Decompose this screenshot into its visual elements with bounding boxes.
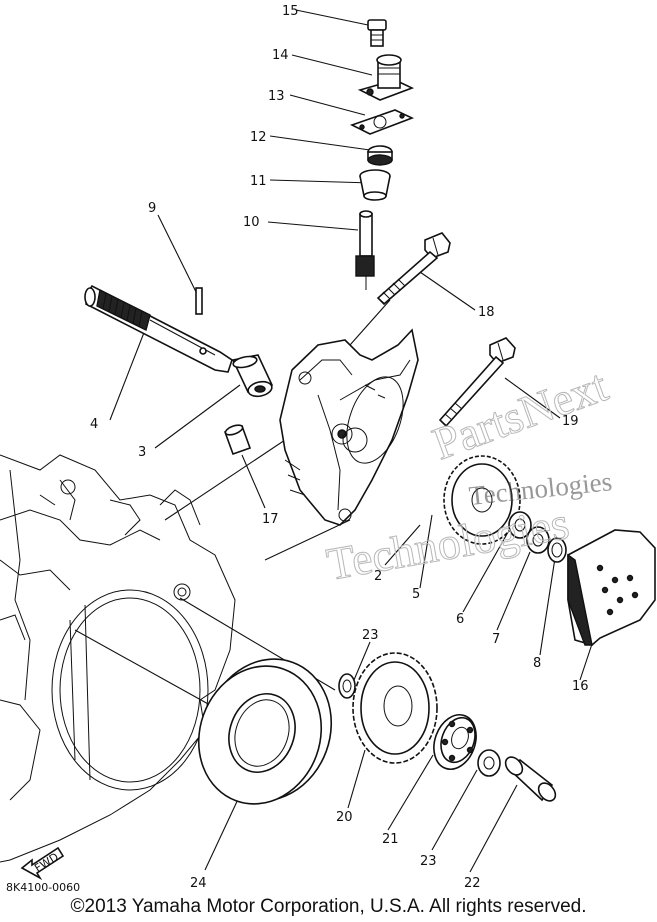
callout-3: 3 bbox=[138, 445, 146, 460]
callout-23-second: 23 bbox=[420, 854, 437, 869]
part-14-flange bbox=[357, 54, 415, 101]
callout-16: 16 bbox=[572, 679, 589, 694]
callout-17: 17 bbox=[262, 512, 279, 527]
callout-13: 13 bbox=[268, 89, 285, 104]
callout-19: 19 bbox=[562, 414, 579, 429]
part-13-gasket bbox=[349, 109, 415, 135]
part-8-circlip bbox=[547, 537, 567, 563]
part-19-bolt bbox=[438, 337, 516, 428]
callout-12: 12 bbox=[250, 130, 267, 145]
part-7-washer bbox=[526, 526, 550, 554]
callout-9: 9 bbox=[148, 201, 156, 216]
part-23-washer-second bbox=[477, 749, 501, 777]
callout-24: 24 bbox=[190, 876, 207, 891]
callout-21: 21 bbox=[382, 832, 399, 847]
callout-18: 18 bbox=[478, 305, 495, 320]
callout-20: 20 bbox=[336, 810, 353, 825]
part-18-bolt bbox=[376, 232, 451, 306]
part-4-shaft bbox=[84, 284, 233, 373]
part-6-washer bbox=[508, 511, 532, 539]
callout-10: 10 bbox=[243, 215, 260, 230]
part-3-collar bbox=[231, 354, 274, 398]
callout-15: 15 bbox=[282, 4, 299, 19]
part-22-bushing bbox=[504, 756, 557, 802]
callout-6: 6 bbox=[456, 612, 464, 627]
copyright-notice: ©2013 Yamaha Motor Corporation, U.S.A. A… bbox=[70, 896, 587, 917]
part-24-seal bbox=[197, 658, 333, 805]
part-2-gear bbox=[342, 427, 368, 453]
part-20-gear bbox=[352, 652, 438, 764]
part-11-bushing bbox=[359, 169, 391, 201]
callout-5: 5 bbox=[412, 587, 420, 602]
part-21-bearing bbox=[433, 714, 477, 770]
part-16-cover-plate bbox=[567, 529, 656, 646]
callout-2: 2 bbox=[374, 569, 382, 584]
callout-8: 8 bbox=[533, 656, 541, 671]
callout-numbers: 15 14 13 12 11 10 9 18 19 4 3 17 2 5 6 7… bbox=[90, 4, 589, 891]
callout-22: 22 bbox=[464, 876, 481, 891]
callout-14: 14 bbox=[272, 48, 289, 63]
diagram-code: 8K4100-0060 bbox=[6, 881, 80, 894]
leader-lines bbox=[74, 9, 596, 873]
watermark-line1: PartsNext bbox=[426, 359, 614, 469]
part-1-housing bbox=[279, 328, 419, 526]
callout-11: 11 bbox=[250, 174, 267, 189]
part-17-dowel bbox=[223, 424, 252, 456]
callout-23: 23 bbox=[362, 628, 379, 643]
part-9-pin bbox=[195, 287, 203, 315]
callout-4: 4 bbox=[90, 417, 98, 432]
callout-7: 7 bbox=[492, 632, 500, 647]
part-15-bolt bbox=[367, 19, 387, 47]
part-23-washer bbox=[338, 673, 356, 699]
part-10-gear-shaft bbox=[355, 210, 375, 290]
part-5-sprocket bbox=[443, 455, 521, 545]
crankcase-drawing bbox=[0, 454, 236, 863]
part-12-oil-seal bbox=[367, 145, 393, 166]
